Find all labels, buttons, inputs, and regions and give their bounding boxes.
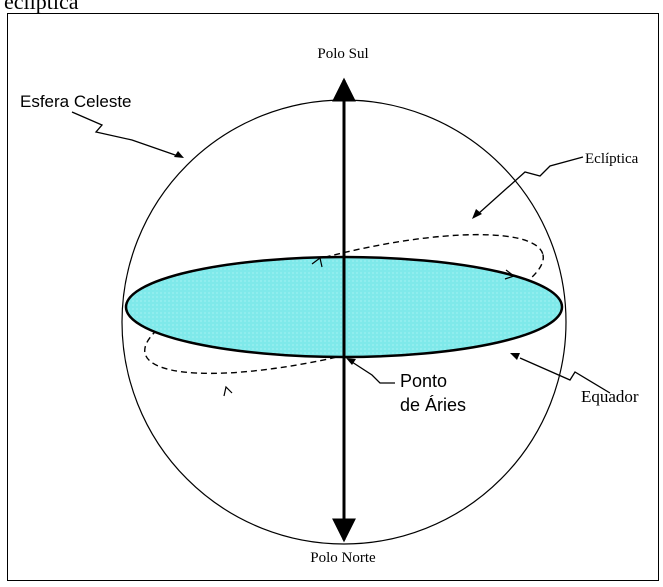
ponto-aries-pointer xyxy=(352,362,395,383)
label-polo-sul: Polo Sul xyxy=(317,46,368,62)
esfera-celeste-pointer xyxy=(72,112,178,156)
ecliptica-arrowhead xyxy=(472,209,482,219)
label-polo-norte: Polo Norte xyxy=(310,550,376,566)
label-de-aries: de Áries xyxy=(400,395,466,415)
label-esfera-celeste: Esfera Celeste xyxy=(20,92,132,111)
equador-arrowhead xyxy=(510,353,520,360)
label-ponto: Ponto xyxy=(400,371,447,391)
ecliptica-pointer xyxy=(478,157,583,214)
ecliptic-direction-arrow-2 xyxy=(224,387,232,396)
label-equador: Equador xyxy=(581,387,639,406)
label-ecliptica: Eclíptica xyxy=(585,151,639,167)
